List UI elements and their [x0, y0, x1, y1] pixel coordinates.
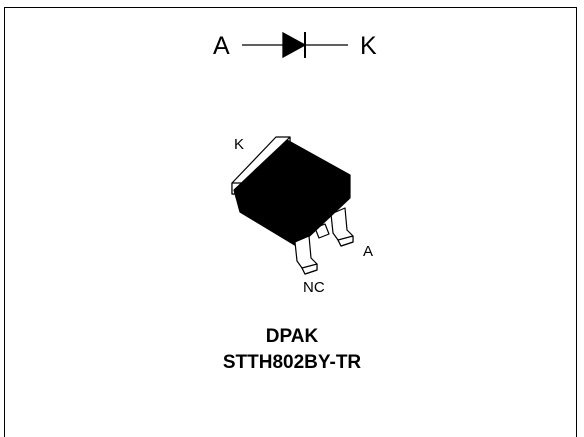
nc-lead — [294, 235, 318, 275]
package-nc-label: NC — [303, 279, 325, 296]
anode-lead — [330, 207, 354, 247]
part-number: STTH802BY-TR — [222, 352, 362, 373]
diode-icon — [242, 31, 348, 59]
symbol-anode-label: A — [213, 32, 230, 60]
package-body — [233, 139, 351, 248]
package-cathode-label: K — [234, 136, 245, 153]
diagram-border — [4, 7, 577, 437]
package-anode-label: A — [363, 243, 374, 260]
package-name: DPAK — [265, 326, 319, 347]
dpak-package-icon — [231, 136, 354, 275]
symbol-cathode-label: K — [360, 32, 377, 60]
